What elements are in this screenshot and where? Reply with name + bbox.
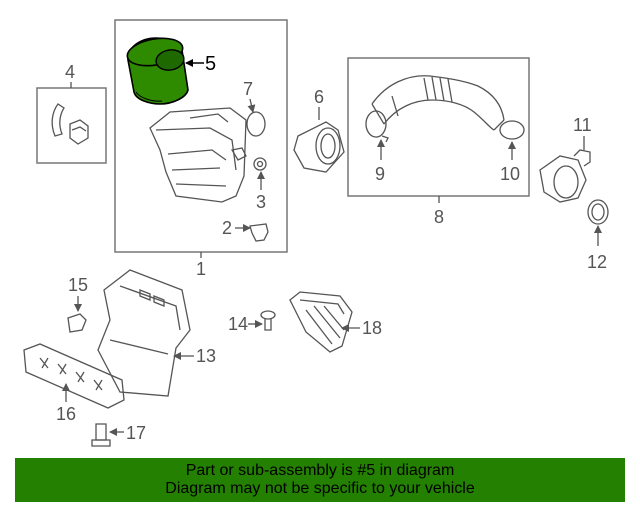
callout-10: 10 <box>500 164 520 184</box>
callout-4: 4 <box>65 62 75 82</box>
clip-part-2 <box>249 223 269 242</box>
callout-14: 14 <box>228 314 248 334</box>
callout-7: 7 <box>243 79 253 99</box>
callout-17: 17 <box>126 423 146 443</box>
air-filter-part-5[interactable] <box>125 34 189 105</box>
bolt-part-17 <box>91 423 111 447</box>
clip-part-4 <box>51 103 89 145</box>
clamp-part-9 <box>365 110 389 143</box>
banner-line-disclaimer: Diagram may not be specific to your vehi… <box>165 480 475 497</box>
info-banner: Part or sub-assembly is #5 in diagram Di… <box>15 458 625 502</box>
ring-part-12 <box>587 199 609 225</box>
callout-2: 2 <box>222 218 232 238</box>
adapter-part-6 <box>293 121 345 173</box>
callout-16: 16 <box>56 404 76 424</box>
callout-5: 5 <box>205 53 216 75</box>
pin-part-14 <box>260 310 276 331</box>
gasket-part-10 <box>499 120 525 140</box>
callout-12: 12 <box>587 252 607 272</box>
sensor-part-11 <box>539 149 591 203</box>
screen-part-18 <box>289 291 353 353</box>
callout-1: 1 <box>196 259 206 279</box>
callout-8: 8 <box>434 207 444 227</box>
grommet-part-3 <box>253 157 267 171</box>
callout-18: 18 <box>362 318 382 338</box>
air-box-housing <box>149 107 247 203</box>
callout-13: 13 <box>196 346 216 366</box>
clip-part-15 <box>67 313 87 333</box>
duct-part-13 <box>97 269 191 397</box>
callout-6: 6 <box>314 87 324 107</box>
callout-11: 11 <box>573 115 592 135</box>
deflector-part-16 <box>23 343 125 409</box>
gasket-part-7 <box>246 111 266 137</box>
leader-7 <box>247 98 256 113</box>
group-box-4 <box>36 87 107 164</box>
callout-3: 3 <box>256 192 266 212</box>
callout-9: 9 <box>375 164 385 184</box>
callout-15: 15 <box>68 275 88 295</box>
banner-line-part: Part or sub-assembly is #5 in diagram <box>185 462 455 479</box>
intake-hose-part-8 <box>371 75 505 131</box>
